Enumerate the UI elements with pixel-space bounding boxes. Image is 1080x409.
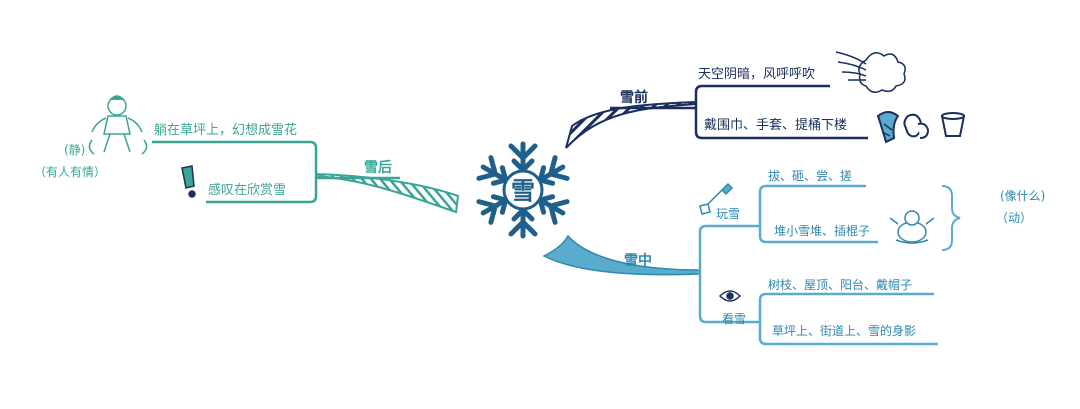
snowflake-center-icon: [477, 141, 569, 236]
eye-icon: [718, 290, 742, 302]
after-note-static: (静): [64, 143, 86, 157]
branch-during-label: 雪中: [624, 253, 652, 269]
play-note-motion: （动）: [996, 211, 1033, 225]
gloves-icon: [903, 113, 930, 139]
after-item-admire: 感叹在欣赏雪: [208, 183, 287, 198]
before-item-sky: 天空阴暗，风呼呼吹: [698, 67, 816, 82]
center-label: 雪: [511, 177, 535, 205]
branch-during-trunk: [542, 234, 701, 276]
bucket-icon: [940, 112, 966, 137]
play-item-pile: 堆小雪堆、插棍子: [774, 224, 871, 238]
after-note-emotion: （有人有情）: [34, 165, 107, 179]
after-item-lying: 躺在草坪上，幻想成雪花: [154, 123, 298, 138]
branch-before-connector: [694, 84, 868, 140]
exclamation-icon: [181, 165, 196, 198]
snow-pile-icon: [889, 210, 935, 244]
play-note-like: (像什么): [1000, 189, 1046, 203]
wind-cloud-icon: [835, 51, 906, 93]
child-snow-angel-icon: [88, 95, 148, 155]
watch-item-shadow: 草坪上、街道上、雪的身影: [772, 324, 917, 338]
branch-after-trunk: [315, 172, 460, 214]
play-item-actions: 拔、砸、尝、搓: [768, 169, 853, 183]
scarf-icon: [876, 111, 900, 144]
branch-during-connector: [698, 224, 760, 324]
before-item-dress: 戴围巾、手套、提桶下楼: [704, 118, 848, 133]
branch-play-connector: [758, 184, 878, 244]
branch-watch-connector: [758, 292, 938, 346]
watch-label: 看雪: [722, 312, 747, 326]
brace-icon: [941, 185, 961, 251]
watch-item-places: 树枝、屋顶、阳台、戴帽子: [768, 278, 913, 292]
branch-after-label: 雪后: [364, 160, 392, 176]
branch-after-connector: [152, 140, 318, 204]
branch-before-label: 雪前: [620, 90, 648, 106]
play-label: 玩雪: [716, 207, 741, 221]
shovel-icon: [699, 182, 734, 215]
